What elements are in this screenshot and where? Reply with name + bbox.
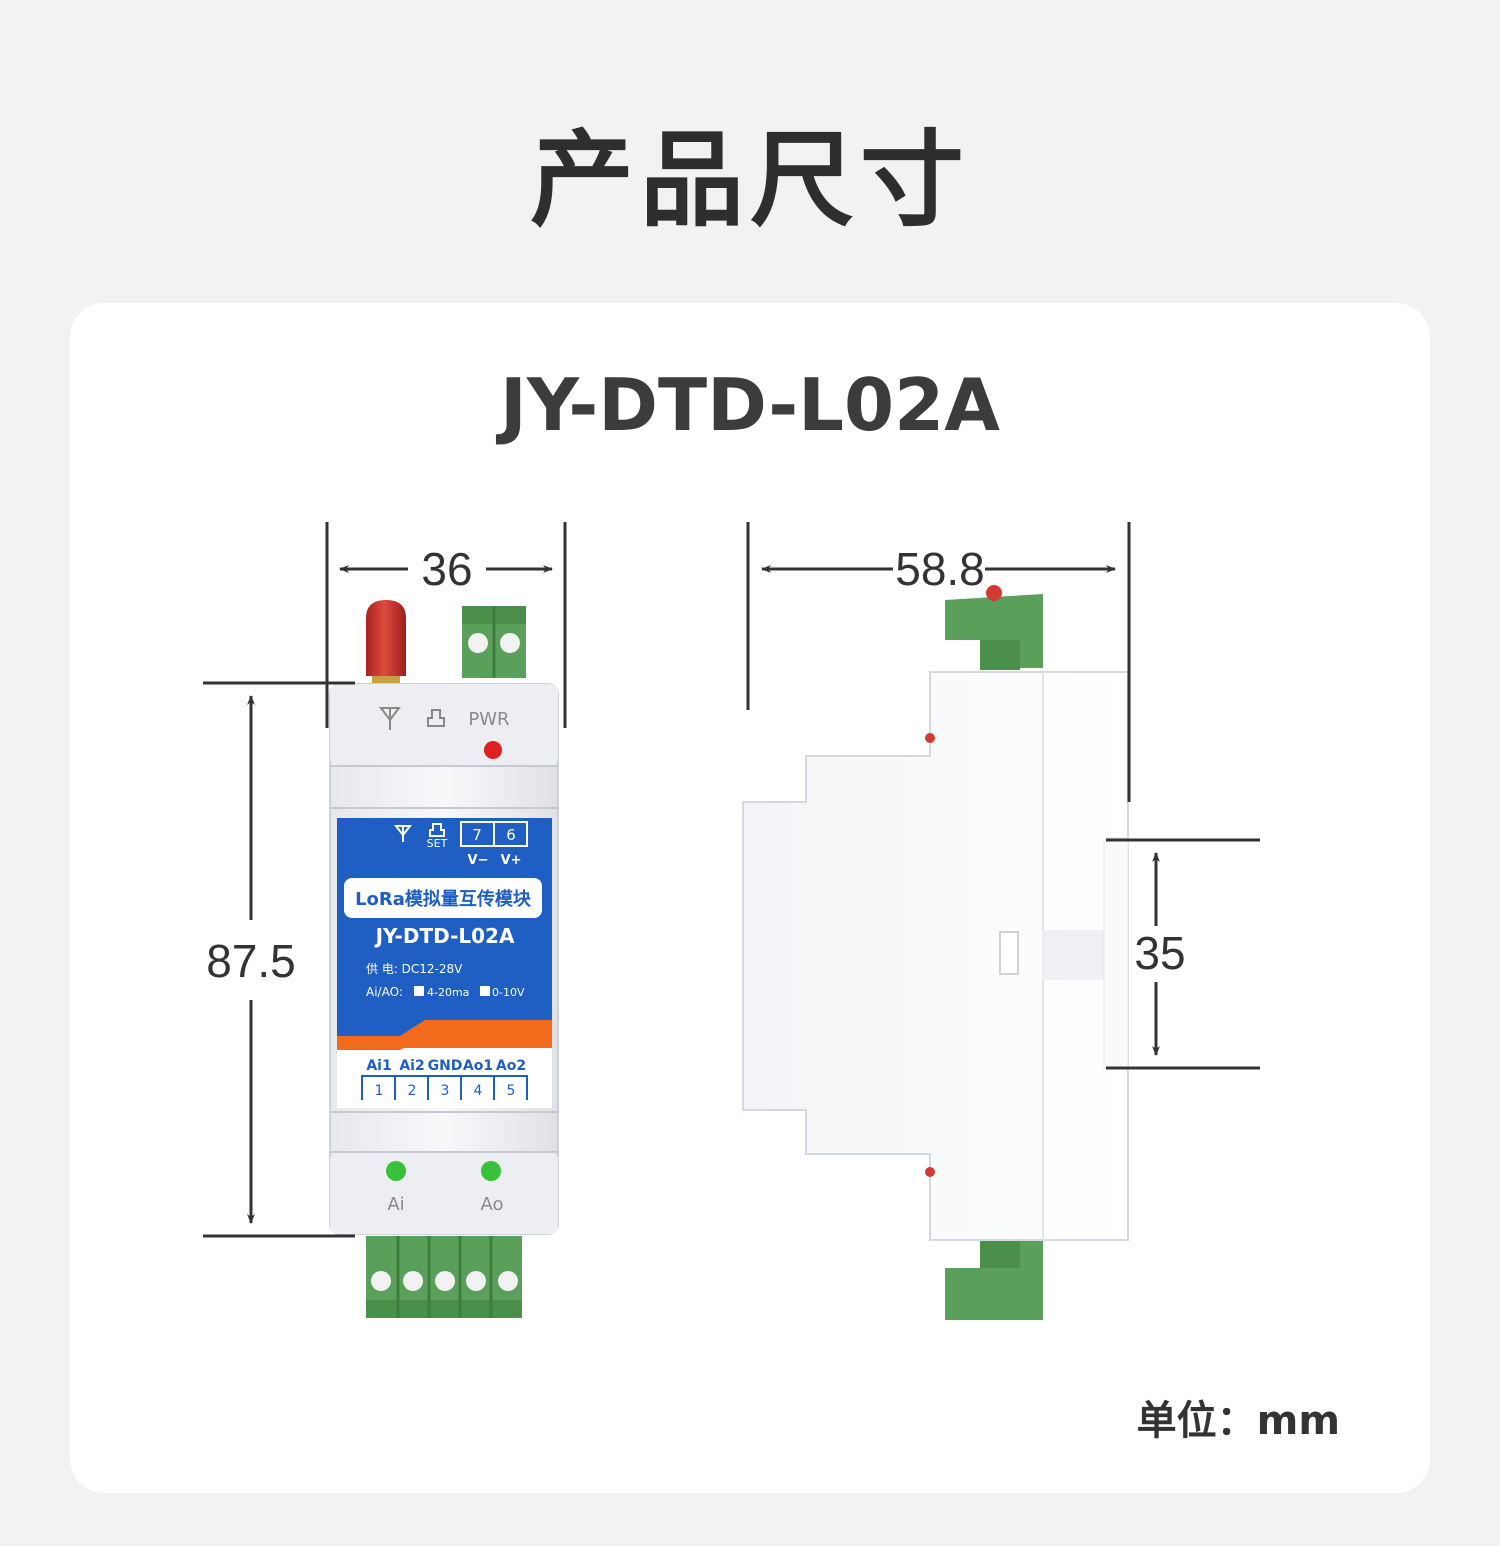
rail-value: 35 [1134, 927, 1185, 979]
ao-led [481, 1161, 501, 1181]
ai-label: Ai [387, 1194, 404, 1215]
unit-label: 单位：mm [1136, 1398, 1340, 1444]
plate-model: JY-DTD-L02A [374, 924, 515, 948]
terminal-v-minus: V− [468, 853, 489, 868]
width-value: 36 [421, 543, 472, 595]
front-view: PWR SET 7 6 V− V+ LoRa模拟量互传模块 [203, 522, 567, 1318]
terminal-label-ao2: Ao2 [496, 1058, 526, 1074]
pwr-led [484, 741, 502, 759]
plate-aiao-option1: 4-20ma [427, 986, 469, 999]
side-top-terminal [945, 585, 1043, 670]
pwr-label: PWR [468, 709, 509, 730]
bottom-terminal-block [366, 1236, 522, 1318]
terminal-7: 7 [472, 826, 482, 844]
terminal-1: 1 [375, 1083, 384, 1099]
side-view: 58.8 35 [742, 522, 1260, 1320]
terminal-6: 6 [506, 826, 516, 844]
model-title: JY-DTD-L02A [500, 363, 1000, 447]
plate-set-label: SET [427, 837, 448, 850]
terminal-v-plus: V+ [501, 853, 522, 868]
terminal-3: 3 [441, 1083, 450, 1099]
height-dimension [203, 681, 355, 1238]
depth-value: 58.8 [895, 543, 985, 595]
terminal-label-ai1: Ai1 [366, 1058, 391, 1074]
terminal-label-gnd: GND [428, 1058, 463, 1074]
plate-antenna-icon [393, 825, 413, 842]
antenna-symbol-icon [379, 707, 401, 730]
antenna-icon [366, 600, 406, 686]
rail-dimension [1106, 838, 1260, 1070]
ao-label: Ao [480, 1194, 503, 1215]
terminal-2: 2 [408, 1083, 417, 1099]
width-dimension [325, 522, 567, 728]
plate-aiao-option2: 0-10V [492, 986, 525, 999]
set-button-icon [427, 709, 445, 727]
terminal-4: 4 [474, 1083, 483, 1099]
page-title: 产品尺寸 [529, 119, 970, 241]
top-terminal-block [462, 606, 526, 678]
terminal-label-ai2: Ai2 [399, 1058, 424, 1074]
depth-dimension [746, 522, 1131, 802]
terminal-5: 5 [507, 1083, 516, 1099]
terminal-label-ao1: Ao1 [463, 1058, 493, 1074]
height-value: 87.5 [206, 935, 296, 987]
product-name: LoRa模拟量互传模块 [355, 888, 532, 910]
side-bottom-terminal [945, 1236, 1043, 1320]
plate-power-line: 供 电: DC12-28V [366, 962, 463, 976]
label-plate: SET 7 6 V− V+ LoRa模拟量互传模块 JY-DTD-L02A 供 … [337, 818, 552, 1108]
ai-led [386, 1161, 406, 1181]
plate-set-icon [429, 823, 445, 837]
plate-aiao-prefix: Ai/AO: [366, 985, 403, 999]
